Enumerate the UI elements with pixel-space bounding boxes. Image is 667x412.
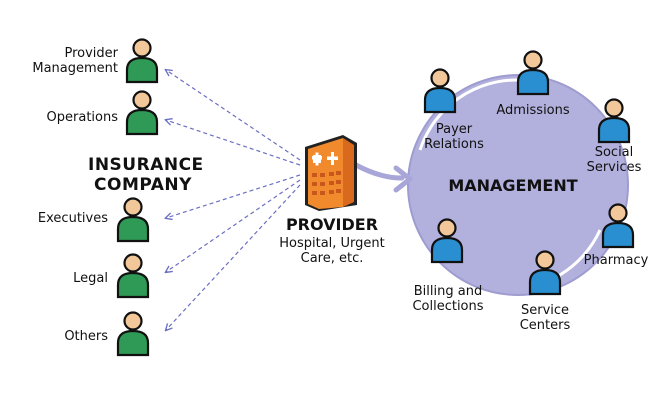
insurance-title-line1: INSURANCE: [88, 155, 204, 175]
person-others-icon: [116, 311, 150, 357]
management-people: [423, 50, 635, 296]
label-service-centers: Service Centers: [519, 303, 571, 333]
provider-subtitle: Hospital, Urgent Care, etc.: [279, 236, 385, 266]
person-payer-relations-icon: [423, 68, 457, 114]
label-admissions: Admissions: [496, 103, 570, 118]
person-admissions-icon: [516, 50, 550, 96]
label-billing-collections: Billing and Collections: [412, 284, 484, 314]
provider-title: PROVIDER: [285, 215, 379, 234]
connector-others: [166, 184, 301, 330]
management-circle: [407, 74, 629, 296]
label-operations: Operations: [46, 110, 118, 125]
connector-operations: [166, 120, 301, 166]
label-payer-relations: Payer Relations: [424, 122, 484, 152]
person-service-centers-icon: [528, 250, 562, 296]
label-others: Others: [64, 329, 108, 344]
hospital-building-icon: [305, 135, 357, 211]
management-title: MANAGEMENT: [448, 176, 578, 195]
provider-to-management-arrow: [353, 162, 405, 181]
person-operations-icon: [125, 90, 159, 136]
person-pharmacy-icon: [601, 203, 635, 249]
label-social-services: Social Services: [586, 145, 642, 175]
person-provider-management-icon: [125, 38, 159, 84]
label-legal: Legal: [73, 271, 108, 286]
connector-provider-management: [166, 70, 301, 161]
person-billing-collections-icon: [430, 218, 464, 264]
insurance-people: [116, 38, 159, 357]
person-legal-icon: [116, 253, 150, 299]
label-executives: Executives: [37, 211, 108, 226]
connector-legal: [166, 179, 301, 272]
insurance-title-line2: COMPANY: [94, 175, 192, 195]
provider-insurance-connectors: [166, 70, 301, 330]
label-provider-management: Provider Management: [32, 46, 118, 76]
person-executives-icon: [116, 197, 150, 243]
insurance-company-title: INSURANCE COMPANY: [88, 155, 204, 195]
person-social-services-icon: [597, 98, 631, 144]
connector-executives: [166, 174, 301, 218]
label-pharmacy: Pharmacy: [583, 253, 649, 268]
